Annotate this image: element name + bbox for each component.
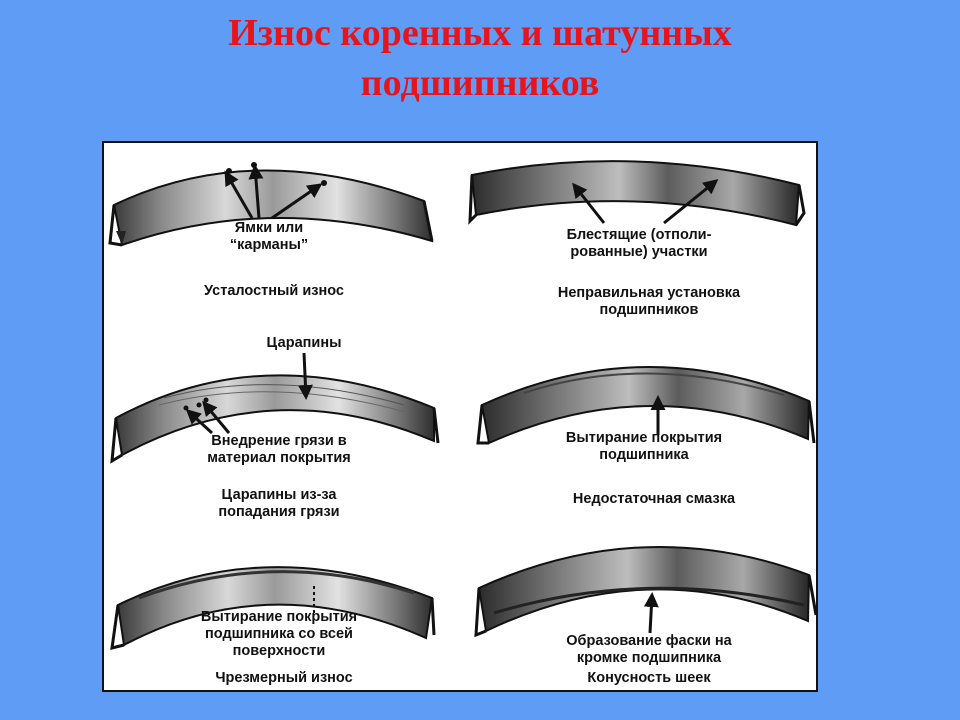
caption-dirt-scratches-line-2: попадания грязи: [218, 504, 340, 520]
caption-incorrect-installation-line-1: Неправильная установка: [557, 285, 741, 301]
callout-pits-line-1: Ямки или: [234, 220, 304, 236]
caption-insufficient-lubrication: Недостаточная смазка: [539, 491, 769, 508]
slide-title-line-2: подшипников: [360, 62, 600, 104]
bearing-illustrations: [108, 160, 816, 650]
callout-full-coating-wipe: Вытирание покрытия подшипника со всей по…: [169, 609, 389, 660]
callout-dirt-embedding-line-2: материал покрытия: [207, 450, 351, 466]
callout-full-coating-wipe-line-1: Вытирание покрытия: [200, 609, 358, 625]
caption-journal-taper: Конусность шеек: [554, 670, 744, 687]
bearing-shell-fatigue: [108, 162, 434, 247]
callout-coating-wipe-line-2: подшипника: [599, 447, 689, 463]
bearing-shell-lubrication: [476, 365, 816, 445]
callout-full-coating-wipe-line-3: поверхности: [232, 643, 326, 659]
caption-incorrect-installation: Неправильная установка подшипников: [524, 285, 774, 319]
caption-journal-taper-line-1: Конусность шеек: [587, 670, 711, 686]
caption-excessive-wear-line-1: Чрезмерный износ: [215, 670, 353, 686]
callout-pits: Ямки или “карманы”: [204, 220, 334, 254]
callout-shiny-areas: Блестящие (отполи- рованные) участки: [544, 227, 734, 261]
bearing-shell-scratches: [110, 352, 440, 464]
caption-excessive-wear: Чрезмерный износ: [184, 670, 384, 687]
slide-title-line-1: Износ коренных и шатунных: [228, 12, 732, 54]
callout-shiny-areas-line-2: рованные) участки: [570, 244, 708, 260]
caption-fatigue-wear-line-1: Усталостный износ: [204, 283, 344, 299]
callout-dirt-embedding-line-1: Внедрение грязи в: [211, 433, 347, 449]
callout-scratches-line: Царапины: [266, 335, 342, 351]
bearing-wear-figure: Ямки или “карманы” Усталостный износ Бле…: [102, 141, 818, 692]
caption-incorrect-installation-line-2: подшипников: [599, 302, 699, 318]
callout-edge-chamfer-line-2: кромке подшипника: [576, 650, 722, 666]
caption-dirt-scratches-line-1: Царапины из-за: [221, 487, 337, 503]
callout-shiny-areas-line-1: Блестящие (отполи-: [566, 227, 712, 243]
caption-fatigue-wear: Усталостный износ: [174, 283, 374, 300]
bearing-shell-taper: [474, 546, 816, 638]
caption-dirt-scratches: Царапины из-за попадания грязи: [184, 487, 374, 521]
callout-scratches: Царапины: [239, 335, 369, 352]
callout-coating-wipe: Вытирание покрытия подшипника: [544, 430, 744, 464]
callout-edge-chamfer-line-1: Образование фаски на: [566, 633, 732, 649]
bearing-shell-installation: [468, 160, 806, 227]
callout-full-coating-wipe-line-2: подшипника со всей: [205, 626, 353, 642]
caption-insufficient-lubrication-line-1: Недостаточная смазка: [572, 491, 736, 507]
callout-edge-chamfer: Образование фаски на кромке подшипника: [529, 633, 769, 667]
callout-coating-wipe-line-1: Вытирание покрытия: [565, 430, 723, 446]
bearing-shell-excessive: [110, 566, 436, 650]
callout-dirt-embedding: Внедрение грязи в материал покрытия: [179, 433, 379, 467]
slide-title: Износ коренных и шатунных подшипников: [0, 8, 960, 108]
callout-pits-line-2: “карманы”: [229, 237, 309, 253]
